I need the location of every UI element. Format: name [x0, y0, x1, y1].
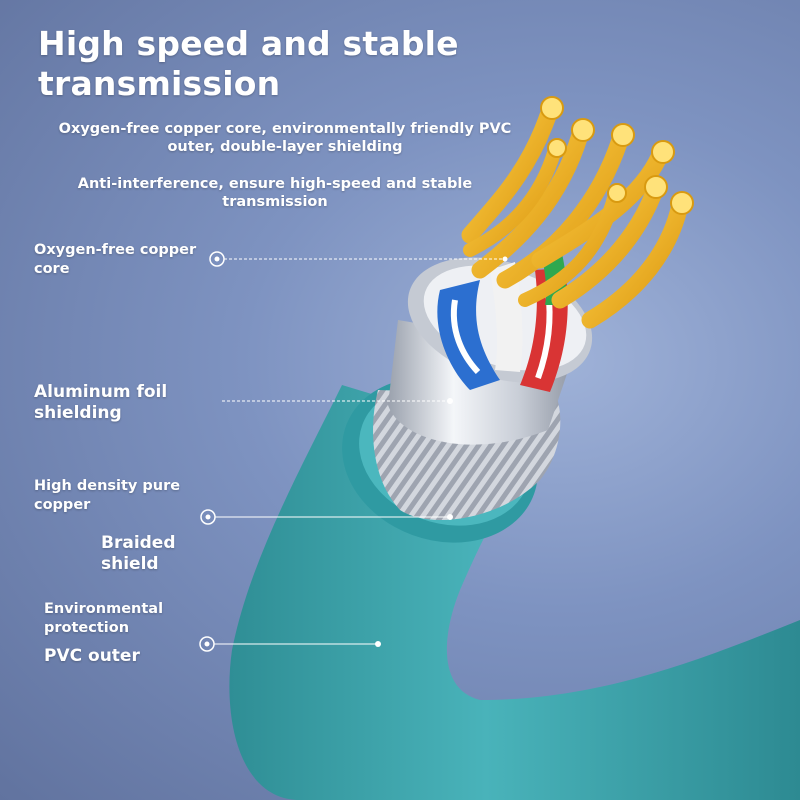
label-aluminum-foil: Aluminum foil shielding [34, 382, 168, 423]
callout-braided-shield [200, 509, 453, 525]
label-copper-density: High density pure copper [34, 478, 181, 513]
callout-copper-core [209, 251, 508, 267]
label-environmental: Environmental protection [44, 601, 164, 636]
label-braided-shield: Braided shield [101, 533, 176, 574]
label-copper-core: Oxygen-free copper core [34, 242, 197, 277]
label-pvc-outer: PVC outer [44, 646, 140, 666]
callout-aluminum-foil [222, 398, 453, 404]
feature-text-materials: Oxygen-free copper core, environmentally… [58, 121, 512, 155]
feature-text-anti-interference: Anti-interference, ensure high-speed and… [77, 176, 473, 210]
callout-pvc-outer [199, 636, 381, 652]
page-title: High speed and stable transmission [38, 24, 459, 103]
